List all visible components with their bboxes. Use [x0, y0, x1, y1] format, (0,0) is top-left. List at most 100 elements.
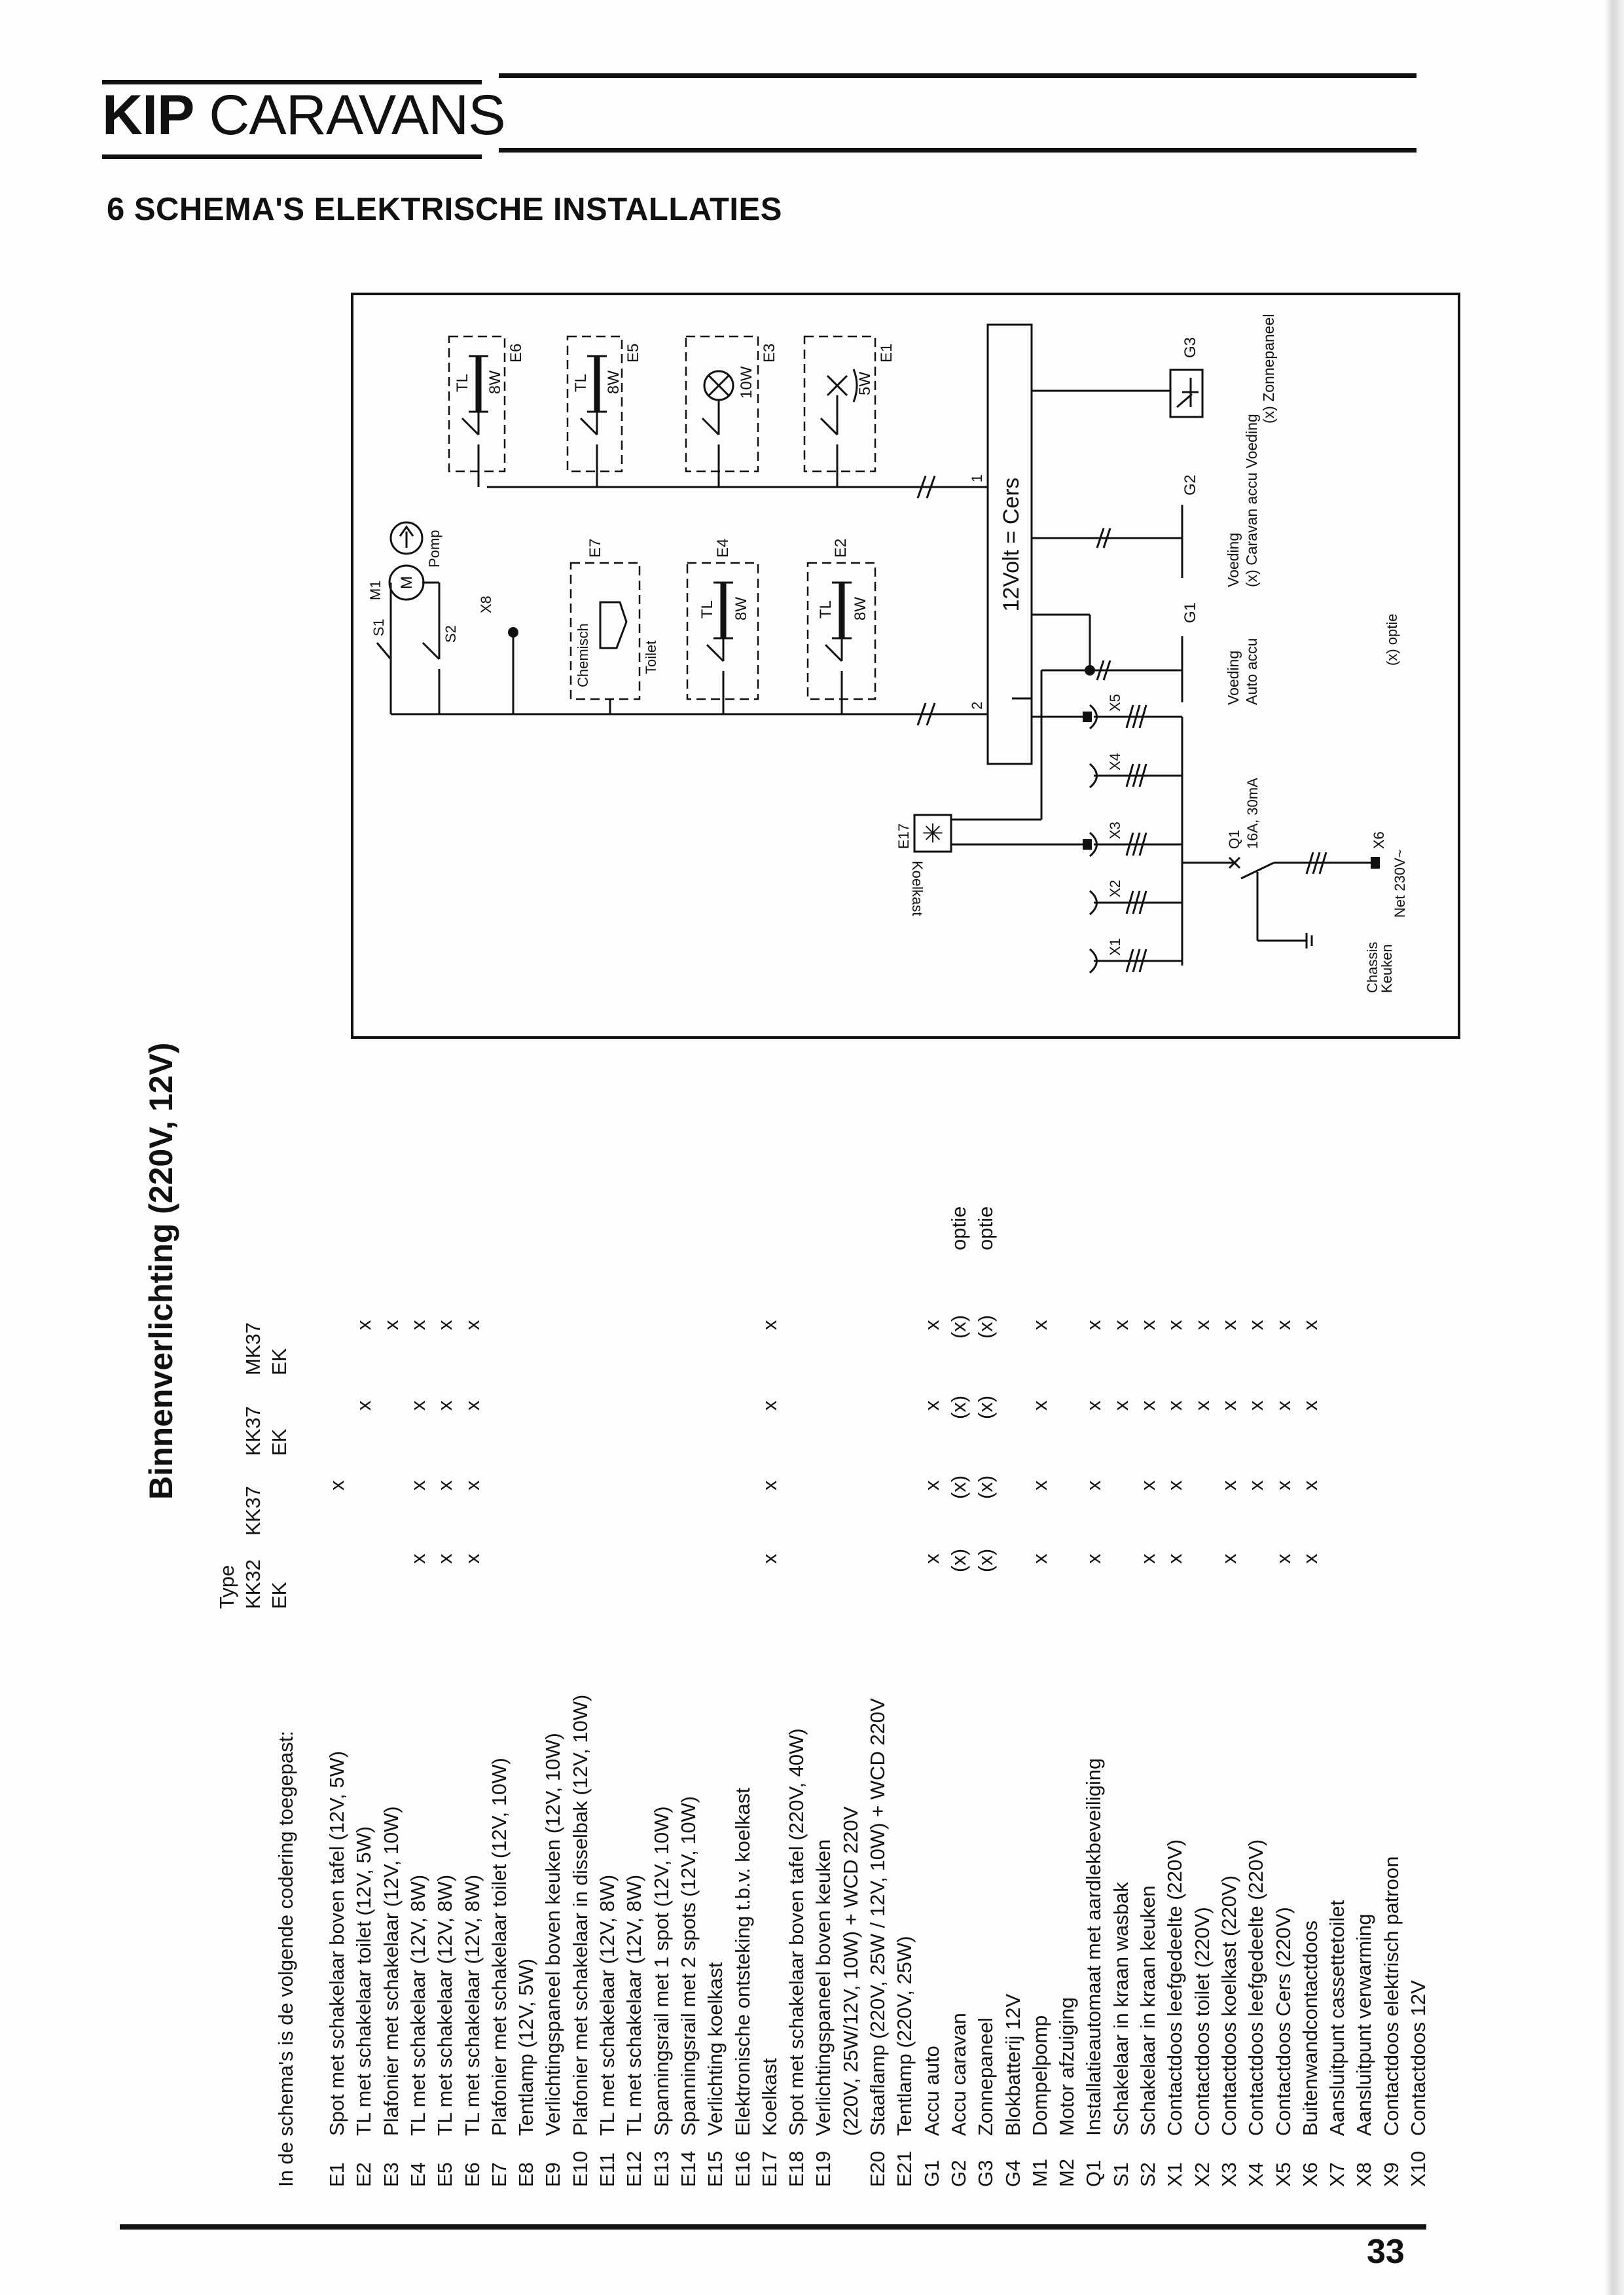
row-code: E1 — [325, 2162, 348, 2187]
row-code: E16 — [731, 2150, 754, 2187]
row-mark: x — [406, 1320, 429, 1331]
row-mark: x — [1217, 1320, 1240, 1331]
row-code: E5 — [433, 2162, 457, 2187]
row-description: Contactdoos 12V — [1407, 1980, 1430, 2136]
row-mark: x — [406, 1400, 429, 1411]
lamp-type: TL — [572, 374, 590, 392]
row-description: Buitenwandcontactdoos — [1298, 1920, 1322, 2136]
row-code: X1 — [1163, 2162, 1187, 2187]
footer-rule — [120, 2224, 1426, 2230]
lamp-power: 8W — [486, 370, 504, 394]
row-mark: x — [1082, 1320, 1106, 1331]
chassis-label-2: Keuken — [1379, 944, 1395, 993]
row-code: G1 — [920, 2159, 943, 2187]
row-mark: x — [460, 1400, 484, 1411]
row-mark: x — [1136, 1400, 1159, 1411]
row-code: X4 — [1244, 2162, 1268, 2187]
row-mark: x — [1136, 1480, 1159, 1491]
row-mark: x — [757, 1553, 781, 1564]
row-code: E3 — [379, 2162, 403, 2187]
row-description: Aansluitpunt cassettetoilet — [1326, 1900, 1349, 2136]
row-description: TL met schakelaar (12V, 8W) — [460, 1874, 484, 2136]
column-header-line2: EK — [268, 1428, 291, 1456]
row-mark: x — [1271, 1320, 1295, 1331]
row-code: X6 — [1298, 2162, 1322, 2187]
column-header-line2: EK — [268, 1581, 291, 1609]
row-description: Contactdoos toilet (220V) — [1190, 1907, 1214, 2136]
row-mark: x — [1244, 1400, 1268, 1411]
row-mark: (x) — [947, 1475, 970, 1499]
row-description: Tentlamp (220V, 25W) — [893, 1936, 916, 2136]
row-description: Verlichtingspaneel boven keuken (12V, 10… — [541, 1733, 565, 2136]
row-code: M1 — [1028, 2158, 1051, 2187]
component-table: Binnenverlichting (220V, 12V) In de sche… — [118, 949, 1460, 2193]
row-mark: x — [920, 1400, 943, 1411]
row-description: TL met schakelaar (12V, 8W) — [623, 1874, 646, 2136]
row-mark: x — [1082, 1480, 1106, 1491]
row-mark: x — [460, 1320, 484, 1331]
row-description: Schakelaar in kraan keuken — [1136, 1885, 1159, 2136]
socket-x4: X4 — [1107, 753, 1123, 770]
mains-code: X6 — [1371, 831, 1387, 849]
row-mark: x — [1244, 1320, 1268, 1331]
row-mark: x — [1217, 1400, 1240, 1411]
row-description: Contactdoos leefgedeelte (220V) — [1244, 1839, 1268, 2136]
fridge-icon: ✳ — [922, 820, 944, 848]
unit-code: E2 — [832, 539, 850, 558]
row-mark: x — [1217, 1553, 1240, 1564]
outlet-x8-dot — [508, 627, 518, 638]
row-code: E4 — [406, 2162, 429, 2187]
row-description: Accu caravan — [947, 2013, 970, 2136]
column-header-line1: KK32 — [242, 1559, 264, 1609]
diagram-frame — [351, 293, 1460, 1039]
sources — [951, 369, 1204, 966]
row-mark: x — [460, 1553, 484, 1564]
row-mark: (x) — [974, 1395, 998, 1419]
row-mark: (x) — [974, 1548, 998, 1572]
socket-x3: X3 — [1107, 822, 1123, 839]
row-description: Plafonier met schakelaar in disselbak (1… — [568, 1694, 592, 2136]
row-mark: (x) — [974, 1475, 998, 1499]
row-code: G3 — [974, 2159, 998, 2187]
row-mark: x — [1271, 1400, 1295, 1411]
row-mark: x — [460, 1480, 484, 1491]
auto-note-1: Voeding — [1225, 651, 1242, 705]
wiring-diagram: 12Volt = Cers 1 2 TL 8W E6 TL 8W E5 10W … — [351, 293, 1460, 1039]
row-note: optie — [947, 1206, 970, 1250]
row-mark: x — [757, 1320, 781, 1331]
caravan-note-1: Voeding — [1225, 533, 1242, 587]
lamp-unit-e1: 5W E1 — [803, 335, 895, 487]
row-mark: x — [1298, 1320, 1322, 1331]
row-code: E12 — [623, 2150, 646, 2187]
row-description: Staaflamp (220V, 25W / 12V, 10W) + WCD 2… — [866, 1698, 889, 2136]
row-description: Spanningsrail met 2 spots (12V, 10W) — [676, 1796, 700, 2136]
row-code: E7 — [487, 2162, 511, 2187]
row-mark: x — [406, 1480, 429, 1491]
row-code: E10 — [568, 2150, 592, 2187]
page-edge — [1605, 0, 1624, 2295]
header-rule-top-right — [499, 73, 1416, 78]
row-code: E17 — [757, 2150, 781, 2187]
row-description: Contactdoos Cers (220V) — [1271, 1907, 1295, 2136]
row-code: E14 — [676, 2150, 700, 2187]
breaker-rating: 16A, 30mA — [1244, 778, 1261, 849]
row-mark: x — [1028, 1320, 1051, 1331]
row-note: optie — [974, 1206, 998, 1250]
row-mark: x — [1028, 1553, 1051, 1564]
row-mark: (x) — [947, 1548, 970, 1572]
row-mark: x — [1271, 1480, 1295, 1491]
row-mark: x — [1271, 1553, 1295, 1564]
pump-label: Pomp — [426, 530, 442, 568]
row-description: Verlichtingspaneel boven keuken — [812, 1839, 835, 2136]
header-rule-bottom-left — [102, 154, 482, 159]
junction-dot — [1085, 665, 1095, 676]
lamp-unit-e3: 10W E3 — [685, 335, 778, 487]
row-mark: x — [1298, 1400, 1322, 1411]
row-code: X9 — [1379, 2162, 1403, 2187]
row-code: X7 — [1326, 2162, 1349, 2187]
row-mark: (x) — [947, 1395, 970, 1419]
row-mark: x — [1190, 1400, 1214, 1411]
row-description: Dompelpomp — [1028, 2015, 1051, 2136]
row-mark: x — [920, 1320, 943, 1331]
fridge-label: Koelkast — [909, 861, 926, 916]
